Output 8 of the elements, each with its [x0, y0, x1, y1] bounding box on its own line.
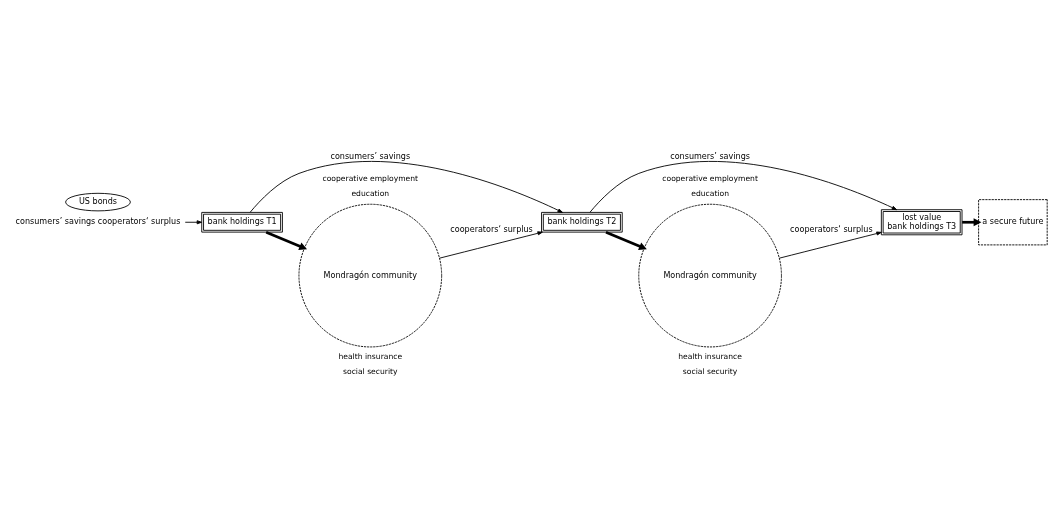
arrow: [962, 218, 982, 227]
arrow: [265, 230, 308, 251]
arrow: [184, 220, 203, 225]
arrow: [778, 231, 882, 259]
arrow: [249, 160, 563, 213]
arrow: [439, 231, 543, 259]
arrow: [605, 230, 647, 251]
arrow: [589, 160, 898, 213]
